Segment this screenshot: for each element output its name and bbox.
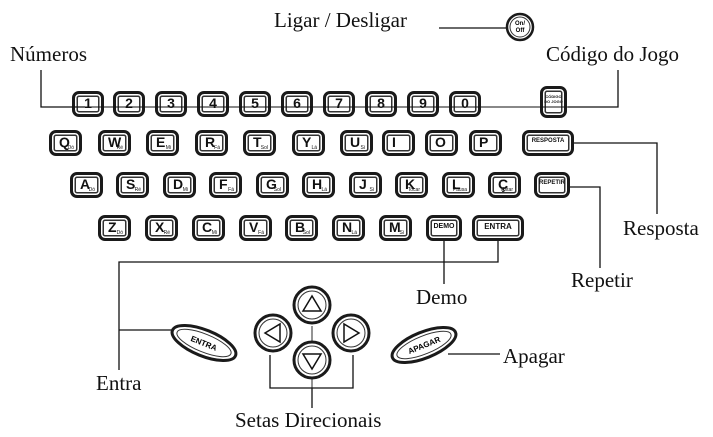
callout-enter: Entra	[96, 371, 142, 395]
leader-lines	[40, 27, 658, 408]
callout-numbers: Números	[10, 42, 87, 66]
key-9[interactable]: 9	[407, 91, 439, 117]
arrow-up-button[interactable]	[292, 285, 332, 325]
key-5[interactable]: 5	[239, 91, 271, 117]
key-4[interactable]: 4	[197, 91, 229, 117]
power-button-label-off: Off	[516, 28, 526, 34]
callout-delete: Apagar	[503, 344, 565, 368]
arrow-down-icon	[301, 353, 323, 371]
arrow-right-button[interactable]	[331, 313, 371, 353]
arrow-down-button[interactable]	[292, 340, 332, 380]
key-8[interactable]: 8	[365, 91, 397, 117]
callout-demo: Demo	[416, 285, 468, 309]
callout-answer: Resposta	[623, 216, 699, 240]
arrow-right-icon	[343, 322, 361, 344]
key-1[interactable]: 1	[72, 91, 104, 117]
key-p[interactable]: P	[469, 130, 502, 156]
key-0[interactable]: 0	[449, 91, 481, 117]
key-i[interactable]: I	[382, 130, 415, 156]
arrow-up-icon	[301, 294, 323, 312]
power-button-label-on: On/	[515, 21, 525, 27]
key-repeat[interactable]: REPETIR	[534, 172, 570, 198]
key-2[interactable]: 2	[113, 91, 145, 117]
key-6[interactable]: 6	[281, 91, 313, 117]
arrow-left-icon	[263, 322, 281, 344]
callout-repeat: Repetir	[571, 268, 633, 292]
key-demo[interactable]: DEMO	[426, 215, 462, 241]
key-3[interactable]: 3	[155, 91, 187, 117]
callout-arrows: Setas Direcionais	[235, 408, 382, 432]
key-answer[interactable]: RESPOSTA	[522, 130, 574, 156]
arrow-left-button[interactable]	[253, 313, 293, 353]
callout-power: Ligar / Desligar	[274, 8, 407, 32]
key-game-code[interactable]: CÓDIGO DO JOGO	[540, 86, 567, 118]
enter-pill-button[interactable]: ENTRA	[168, 318, 241, 368]
power-button[interactable]: On/ Off	[505, 12, 535, 42]
callout-game-code: Código do Jogo	[546, 42, 680, 66]
delete-pill-button[interactable]: APAGAR	[388, 320, 461, 370]
key-7[interactable]: 7	[323, 91, 355, 117]
key-o[interactable]: O	[425, 130, 458, 156]
key-enter[interactable]: ENTRA	[472, 215, 524, 241]
